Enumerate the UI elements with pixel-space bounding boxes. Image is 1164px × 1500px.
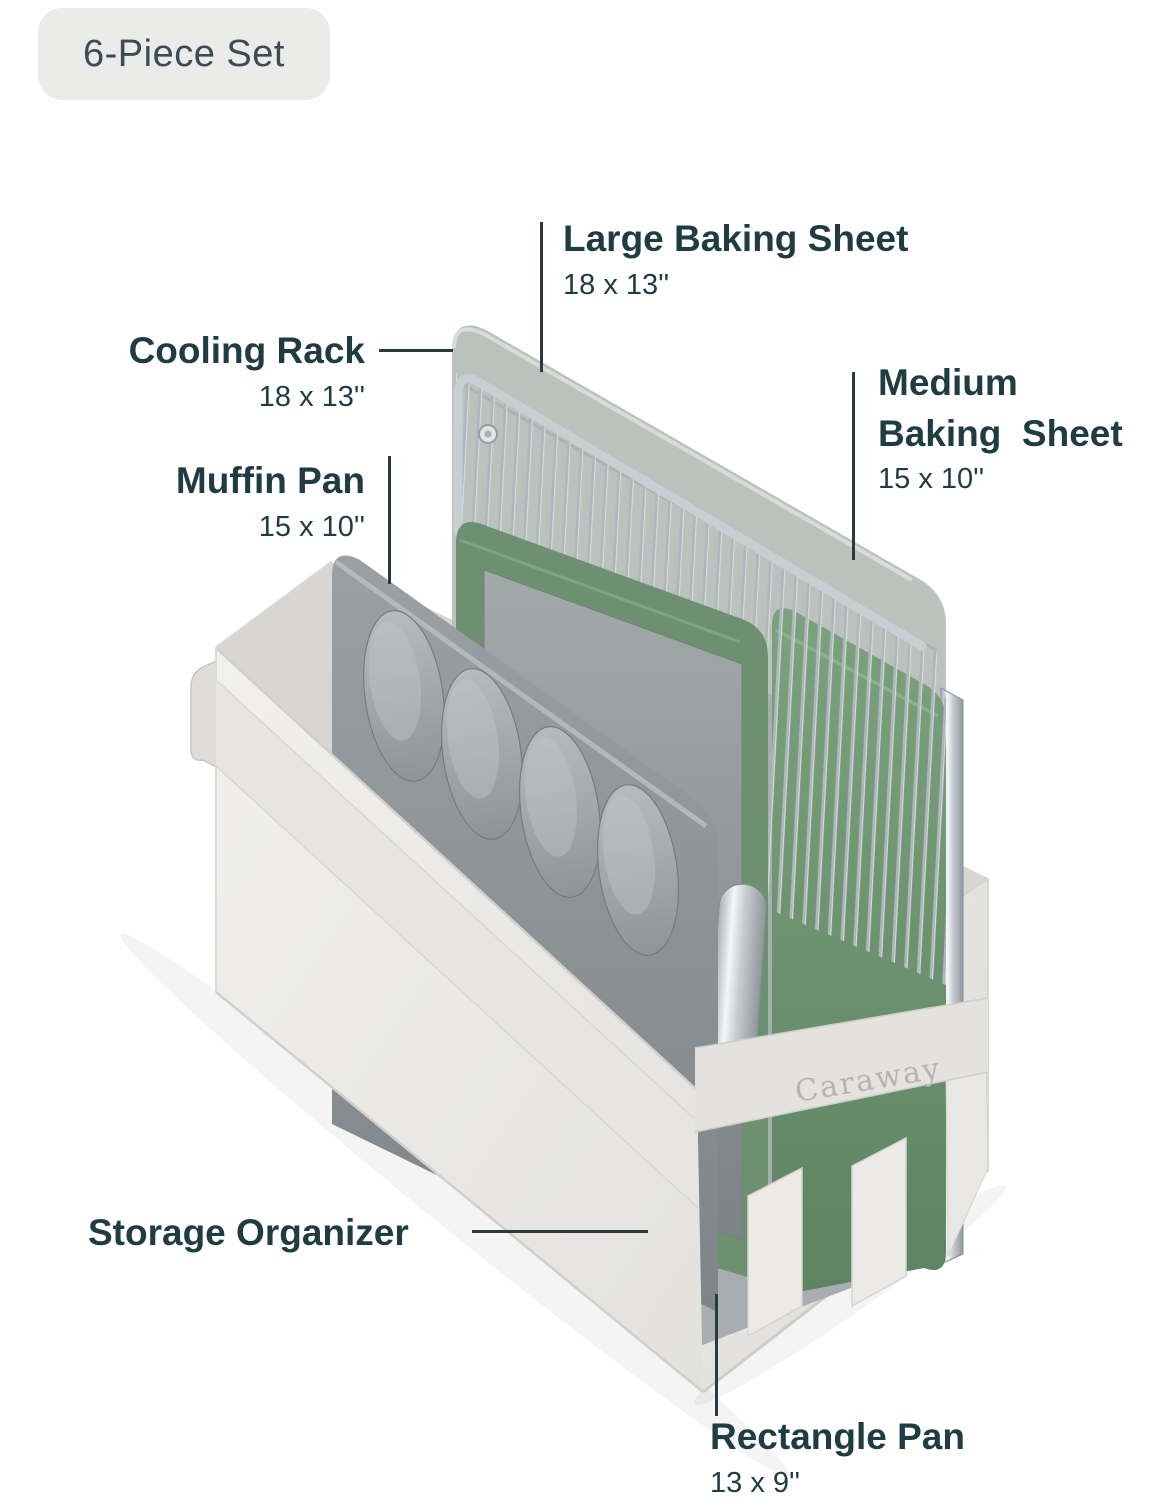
large-baking-sheet-callout: Large Baking Sheet 18 x 13'' (563, 218, 908, 302)
divider-walls (747, 1038, 989, 1338)
medium-baking-sheet-label-line1: Medium (878, 362, 1018, 403)
rack-rivet (478, 424, 498, 444)
muffin-pan-size: 15 x 10'' (258, 510, 365, 543)
large-baking-sheet-leader-line (540, 222, 543, 372)
muffin-pan-callout: Muffin Pan 15 x 10'' (88, 460, 365, 544)
medium-baking-sheet-callout: Medium Baking Sheet 15 x 10'' (878, 362, 1123, 496)
rectangle-pan-label: Rectangle Pan (710, 1416, 965, 1457)
muffin-cup (596, 784, 680, 956)
muffin-pan-leader-line (388, 456, 391, 584)
medium-baking-sheet-label-line2: Baking Sheet (878, 412, 1123, 454)
muffin-cup (440, 668, 524, 840)
rectangle-pan-callout: Rectangle Pan 13 x 9'' (710, 1416, 965, 1500)
front-strap-band (216, 680, 698, 1208)
cooling-rack-label: Cooling Rack (128, 330, 365, 371)
cooling-rack-callout: Cooling Rack 18 x 13'' (88, 330, 365, 414)
divider-wall (851, 1136, 907, 1308)
cooling-rack-leader-line (379, 349, 453, 352)
rectangle-pan-leader-line (715, 1294, 718, 1416)
large-baking-sheet-size: 18 x 13'' (563, 268, 670, 301)
medium-baking-sheet-size: 15 x 10'' (878, 463, 985, 496)
divider-wall (747, 1166, 803, 1338)
storage-organizer-callout: Storage Organizer (88, 1212, 409, 1255)
muffin-pan-label: Muffin Pan (175, 460, 365, 501)
muffin-cup (518, 726, 602, 898)
cooling-rack-size: 18 x 13'' (258, 380, 365, 413)
storage-organizer-label: Storage Organizer (88, 1212, 409, 1253)
rectangle-pan-size: 13 x 9'' (710, 1466, 801, 1499)
storage-organizer-leader-line (472, 1230, 648, 1233)
muffin-cup (362, 610, 446, 782)
side-handle-loop (190, 658, 219, 770)
set-count-badge: 6-Piece Set (38, 8, 330, 100)
large-baking-sheet-label: Large Baking Sheet (563, 218, 909, 259)
medium-baking-sheet-leader-line (852, 372, 855, 560)
storage-organizer-front-face (215, 647, 704, 1393)
